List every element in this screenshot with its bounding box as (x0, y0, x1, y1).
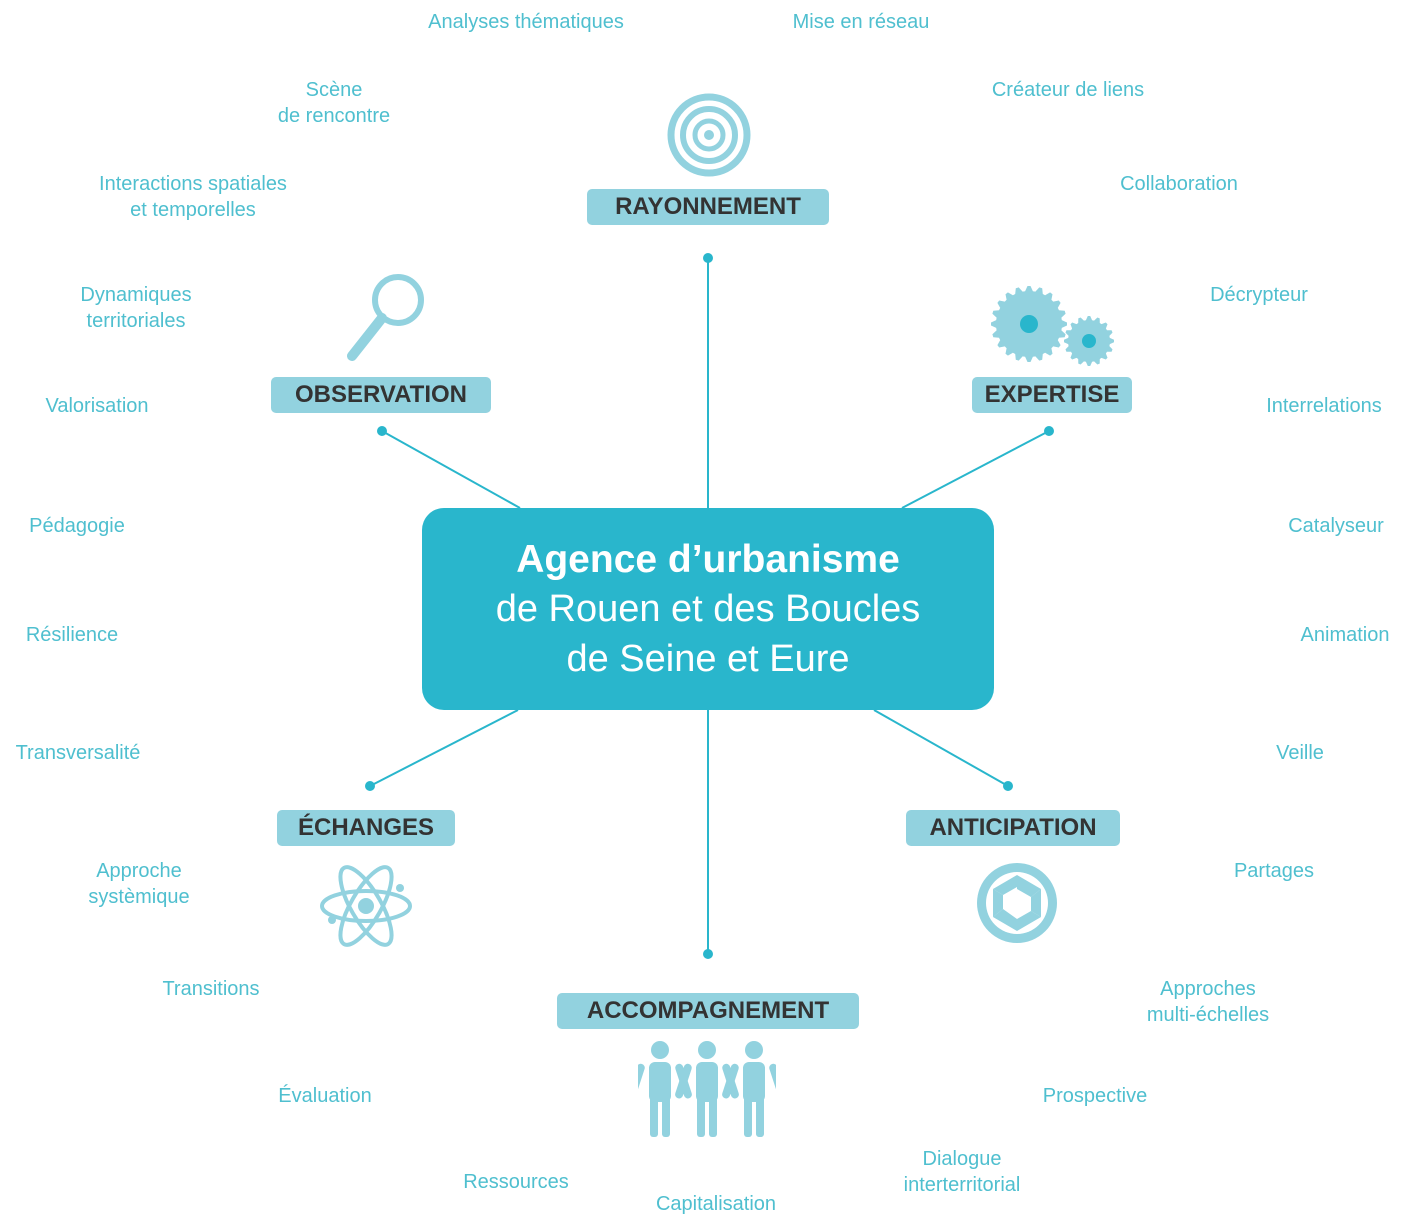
keyword-label: Collaboration (1120, 173, 1238, 195)
target-icon (667, 93, 751, 177)
keyword-label: Transitions (162, 978, 260, 1000)
person-figure (722, 1041, 776, 1137)
node-rayonnement: RAYONNEMENT (587, 189, 829, 225)
keyword-label: Prospective (1042, 1085, 1148, 1107)
link-dot-expertise (1044, 426, 1054, 436)
keyword-label: Évaluation (278, 1085, 372, 1107)
center-subtitle-line-1: de Rouen et des Boucles (495, 588, 921, 630)
keyword-label: Interactions spatiales et temporelles (99, 173, 287, 221)
link-dot-observation (377, 426, 387, 436)
link-dot-accompagnement (703, 949, 713, 959)
gear-hub (1020, 315, 1038, 333)
atom-icon (320, 865, 412, 947)
keyword-label: Interrelations (1266, 395, 1382, 417)
gear-hub (1082, 334, 1096, 348)
keyword-label: Valorisation (45, 395, 149, 417)
keyword-label: Pédagogie (29, 515, 125, 537)
node-echanges: ÉCHANGES (277, 810, 455, 846)
keyword-label: Analyses thématiques (428, 11, 624, 33)
keyword-label: Approches multi-échelles (1146, 978, 1270, 1026)
center-subtitle-line-2: de Seine et Eure (566, 638, 850, 680)
link-dot-rayonnement (703, 253, 713, 263)
node-accompagnement: ACCOMPAGNEMENT (557, 993, 859, 1029)
keyword-label: Veille (1276, 742, 1324, 764)
link-expertise (901, 430, 1050, 509)
keyword-label: Mise en réseau (792, 11, 930, 33)
link-dot-anticipation (1003, 781, 1013, 791)
link-anticipation (873, 709, 1009, 787)
node-expertise: EXPERTISE (972, 377, 1132, 413)
gears-icon (991, 286, 1114, 366)
node-anticipation: ANTICIPATION (906, 810, 1120, 846)
link-dot-echanges (365, 781, 375, 791)
keyword-label: Dialogue interterritorial (903, 1148, 1021, 1196)
keyword-label: Dynamiques territoriales (80, 284, 192, 332)
node-observation: OBSERVATION (271, 377, 491, 413)
keyword-label: Approche systèmique (88, 860, 190, 908)
keyword-label: Capitalisation (655, 1193, 777, 1215)
keyword-label: Catalyseur (1288, 515, 1384, 537)
camera-shutter-icon (977, 863, 1057, 943)
keyword-label: Créateur de liens (991, 79, 1145, 101)
link-observation (381, 430, 521, 509)
center-title: Agence d’urbanisme (516, 538, 900, 581)
central-organization-box: Agence d’urbanisme de Rouen et des Boucl… (422, 508, 994, 710)
link-echanges (369, 709, 519, 787)
keyword-label: Décrypteur (1210, 284, 1308, 306)
magnifier-icon (347, 274, 424, 361)
keyword-label: Ressources (463, 1171, 569, 1193)
keyword-label: Scène de rencontre (277, 79, 391, 127)
keyword-label: Partages (1233, 860, 1315, 882)
keyword-label: Transversalité (15, 742, 141, 764)
people-icon (638, 1041, 776, 1137)
keyword-label: Résilience (25, 624, 119, 646)
keyword-label: Animation (1300, 624, 1390, 646)
